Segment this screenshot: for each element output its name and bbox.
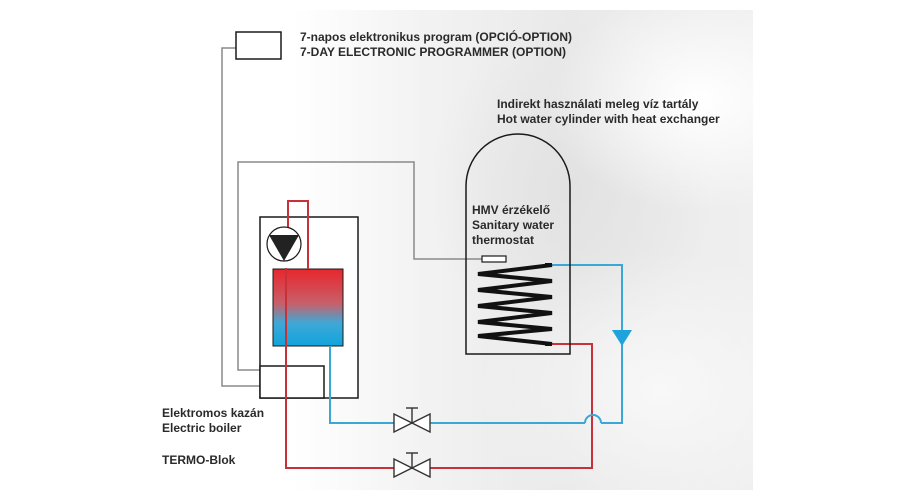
- sensor-label: HMV érzékelő Sanitary water thermostat: [472, 203, 554, 248]
- hot-water-cylinder: [465, 133, 571, 355]
- programmer-label-en: 7-DAY ELECTRONIC PROGRAMMER (OPTION): [300, 45, 567, 59]
- cylinder-label: Indirekt használati meleg víz tartály Ho…: [497, 97, 720, 127]
- hot-water-pipes: [285, 200, 593, 469]
- cylinder-label-en: Hot water cylinder with heat exchanger: [497, 112, 720, 126]
- cylinder-label-hu: Indirekt használati meleg víz tartály: [497, 97, 699, 111]
- control-wires: [221, 47, 482, 387]
- thermostat-sensor: [481, 255, 507, 263]
- valve-icon: [393, 452, 431, 479]
- boiler-label: Elektromos kazán Electric boiler: [162, 406, 264, 436]
- flow-arrow-icon: [612, 330, 632, 346]
- sensor-label-hu: HMV érzékelő: [472, 203, 551, 217]
- boiler-label-en: Electric boiler: [162, 421, 242, 435]
- boiler-tank: [272, 268, 344, 347]
- sensor-label-en1: Sanitary water: [472, 218, 555, 232]
- sensor-label-en2: thermostat: [472, 233, 535, 247]
- boiler-control-box: [259, 365, 325, 399]
- programmer-wire: [221, 47, 260, 387]
- termo-blok-label: TERMO-Blok: [162, 453, 235, 468]
- programmer-box: [235, 31, 282, 60]
- termo-blok-text: TERMO-Blok: [162, 453, 236, 467]
- programmer-label-hu: 7-napos elektronikus program (OPCIÓ-OPTI…: [300, 30, 573, 44]
- programmer-label: 7-napos elektronikus program (OPCIÓ-OPTI…: [300, 30, 572, 60]
- pump-icon: [266, 226, 302, 262]
- hot-return-pipe: [285, 268, 416, 469]
- valve-icon: [393, 407, 431, 434]
- thermostat-wire: [237, 161, 482, 371]
- boiler-label-hu: Elektromos kazán: [162, 406, 265, 420]
- heat-exchanger-coil-icon: [477, 263, 553, 346]
- background-photo: [140, 10, 753, 490]
